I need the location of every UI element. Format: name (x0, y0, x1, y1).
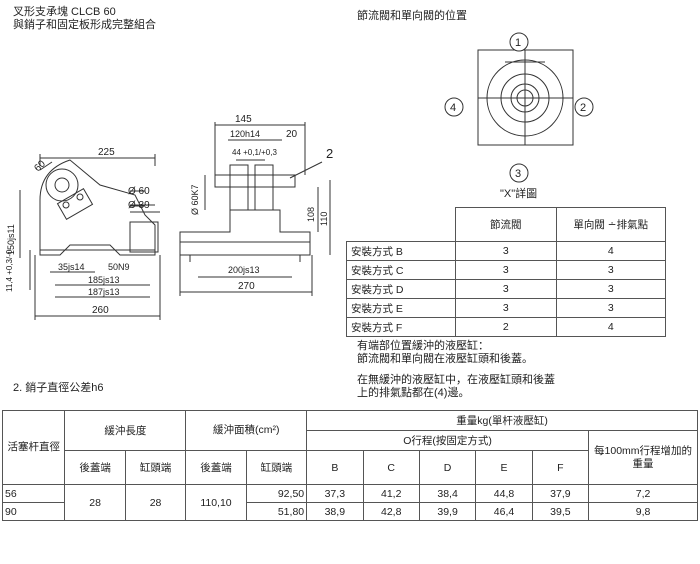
weight-E: 44,8 (475, 484, 533, 503)
header-check-vent: 單向閥 ∸排氣點 (555, 207, 666, 242)
no-cushion-note-line1: 在無緩沖的液壓缸中，在液壓缸頭和後蓋 (357, 374, 555, 386)
no-cushion-note-line2: 上的排氣點都在(4)邊。 (357, 387, 470, 399)
weight-D: 38,4 (418, 484, 477, 503)
check-value: 4 (555, 241, 666, 261)
table-row: 安裝方式 D 3 3 (345, 279, 666, 299)
check-value: 3 (555, 279, 666, 299)
dim-diam60k7: Ø 60K7 (190, 184, 200, 215)
dim-270: 270 (238, 281, 255, 292)
detail-x-caption: "X"詳圖 (500, 188, 538, 200)
table-row: 安裝方式 B 3 4 (345, 241, 666, 261)
corner-cell (346, 207, 457, 242)
header-len-head: 缸頭端 (124, 450, 187, 485)
header-area-head: 缸頭端 (245, 450, 308, 485)
table-row: 安裝方式 C 3 3 (345, 260, 666, 280)
header-cushion-length: 緩沖長度 (64, 410, 187, 451)
check-value: 4 (555, 317, 666, 337)
dim-145: 145 (235, 114, 252, 125)
col-E: E (475, 450, 533, 485)
header-area-rear: 後蓋端 (185, 450, 247, 485)
weight-B: 37,3 (306, 484, 364, 503)
dim-60: 60 (32, 158, 48, 174)
header-piston-diameter: 活塞杆直徑 (1, 410, 66, 485)
throttle-value: 3 (455, 241, 557, 261)
pin-tolerance-note: 2. 銷子直徑公差h6 (13, 382, 104, 394)
area-head: 51,80 (245, 502, 308, 521)
table-row: 90 51,80 38,9 42,8 39,9 46,4 39,5 9,8 (1, 502, 698, 521)
doc-subtitle: 與銷子和固定板形成完整組合 (13, 19, 156, 31)
table-row: 安裝方式 F 2 4 (345, 317, 666, 337)
area-head: 92,50 (245, 484, 308, 503)
weight-C: 41,2 (362, 484, 420, 503)
row-label: 安裝方式 D (345, 279, 457, 299)
added-weight: 7,2 (588, 484, 698, 503)
dim-35: 35js14 (58, 262, 85, 272)
col-C: C (362, 450, 420, 485)
dim-108: 108 (306, 207, 316, 222)
dim-11-4: 11,4 +0,3/-0 (5, 249, 14, 292)
dim-20: 20 (286, 129, 298, 140)
throttle-value: 3 (455, 279, 557, 299)
area-rear: 110,10 (185, 484, 247, 521)
dim-diam60: Ø 60 (128, 186, 150, 197)
clevis-drawing: 225 60 Ø 60 Ø 39 150js11 11,4 +0,3/-0 35… (5, 114, 333, 320)
weight-E: 46,4 (475, 502, 533, 521)
header-cushion-area: 緩沖面積(cm²) (185, 410, 308, 451)
dim-200: 200js13 (228, 265, 260, 275)
header-weight: 重量kg(單杆液壓缸) (306, 410, 698, 431)
weight-table: 活塞杆直徑 緩沖長度 緩沖面積(cm²) 重量kg(單杆液壓缸) O行程(按固定… (1, 410, 698, 521)
header-throttle: 節流閥 (455, 207, 557, 242)
check-value: 3 (555, 260, 666, 280)
throttle-value: 3 (455, 260, 557, 280)
check-value: 3 (555, 298, 666, 318)
piston-diameter: 90 (1, 502, 66, 521)
dim-187: 187js13 (88, 287, 120, 297)
header-o-stroke: O行程(按固定方式) (306, 430, 590, 451)
cushion-note-line1: 有端部位置緩沖的液壓缸： (357, 340, 489, 352)
row-label: 安裝方式 C (345, 260, 457, 280)
table-row: 安裝方式 E 3 3 (345, 298, 666, 318)
cushion-note-line2: 節流閥和單向閥在液壓缸頭和後蓋。 (357, 353, 533, 365)
throttle-value: 3 (455, 298, 557, 318)
col-B: B (306, 450, 364, 485)
callout-2: 2 (326, 146, 333, 161)
valve-position-title: 節流閥和單向閥的位置 (357, 10, 467, 22)
position-3-label: 3 (515, 168, 521, 180)
weight-C: 42,8 (362, 502, 420, 521)
piston-diameter: 56 (1, 484, 66, 503)
col-F: F (531, 450, 590, 485)
len-rear: 28 (64, 484, 126, 521)
dim-44: 44 +0,1/+0,3 (232, 148, 277, 157)
position-1-label: 1 (515, 37, 521, 49)
header-len-rear: 後蓋端 (64, 450, 126, 485)
position-4-label: 4 (450, 102, 456, 114)
header-per-100mm: 每100mm行程增加的重量 (588, 430, 698, 485)
position-2-label: 2 (580, 102, 586, 114)
weight-D: 39,9 (418, 502, 477, 521)
dim-185: 185js13 (88, 275, 120, 285)
dim-120: 120h14 (230, 129, 260, 139)
table-row: 56 28 28 110,10 92,50 37,3 41,2 38,4 44,… (1, 484, 698, 521)
dim-150: 150js11 (6, 224, 16, 255)
weight-F: 37,9 (531, 484, 590, 503)
valve-position-table: 節流閥 單向閥 ∸排氣點 安裝方式 B 3 4 安裝方式 C 3 3 安裝方式 … (345, 207, 666, 337)
col-D: D (418, 450, 477, 485)
dim-diam39: Ø 39 (128, 200, 150, 211)
weight-B: 38,9 (306, 502, 364, 521)
weight-F: 39,5 (531, 502, 590, 521)
dim-110: 110 (319, 212, 329, 226)
dim-225: 225 (98, 147, 115, 158)
dim-260: 260 (92, 305, 109, 316)
row-label: 安裝方式 E (345, 298, 457, 318)
valve-detail-drawing: 1 2 3 4 (444, 32, 594, 183)
throttle-value: 2 (455, 317, 557, 337)
len-head: 28 (124, 484, 187, 521)
doc-title: 叉形支承塊 CLCB 60 (13, 6, 116, 18)
added-weight: 9,8 (588, 502, 698, 521)
row-label: 安裝方式 F (345, 317, 457, 337)
row-label: 安裝方式 B (345, 241, 457, 261)
dim-50: 50N9 (108, 262, 130, 272)
